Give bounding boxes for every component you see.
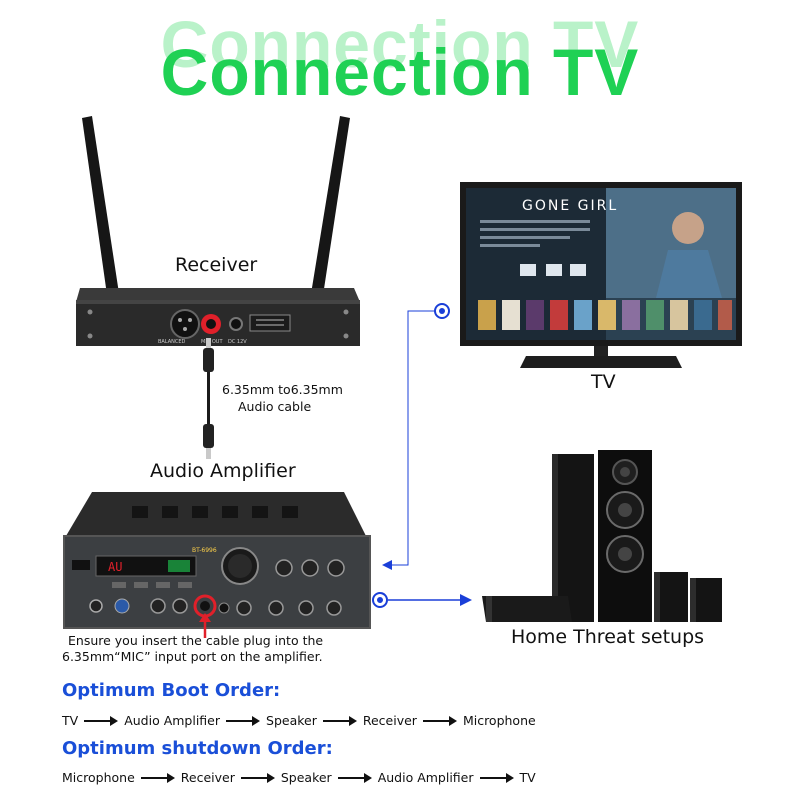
arrow-right-icon xyxy=(479,772,514,783)
shutdown-step-4: Audio Amplifier xyxy=(377,770,474,785)
amplifier-to-speakers-connector xyxy=(388,594,472,606)
arrow-right-icon xyxy=(84,715,119,726)
tv-screen-title: GONE GIRL xyxy=(522,198,618,214)
cable-label-line1: 6.35mm to6.35mm xyxy=(222,382,343,397)
amplifier-to-tv-connector xyxy=(388,310,437,566)
arrow-right-icon xyxy=(322,715,357,726)
shutdown-order-row: Microphone Receiver Speaker Audio Amplif… xyxy=(62,770,536,785)
title-shadow: Connection TV xyxy=(160,7,640,81)
speaker-satellites xyxy=(654,572,722,622)
mic-port-pointer-arrow xyxy=(199,613,211,638)
amplifier-note-line2: 6.35mm“MIC” input port on the amplifier. xyxy=(62,649,323,664)
title-block: Connection TV Connection TV xyxy=(0,4,800,114)
tv-connector-dot xyxy=(434,303,450,319)
arrow-right-icon xyxy=(226,715,261,726)
arrow-right-icon xyxy=(337,772,372,783)
amplifier-note: Ensure you insert the cable plug into th… xyxy=(62,633,324,665)
speaker-tower-back xyxy=(552,454,594,622)
boot-step-5: Microphone xyxy=(462,713,536,728)
audio-cable-illustration xyxy=(203,338,214,459)
amplifier-label: Audio Amplifier xyxy=(150,460,296,482)
boot-step-1: TV xyxy=(62,713,79,728)
shutdown-step-2: Receiver xyxy=(180,770,235,785)
shutdown-order-heading: Optimum shutdown Order: xyxy=(62,738,333,759)
receiver-port-label-micout: MIC OUT xyxy=(201,339,223,345)
shutdown-step-1: Microphone xyxy=(62,770,135,785)
boot-step-2: Audio Amplifier xyxy=(124,713,221,728)
amplifier-brand: BT-6996 xyxy=(192,547,217,554)
amplifier-display: AU xyxy=(108,560,122,574)
arrow-right-icon xyxy=(240,772,275,783)
speakers-label: Home Threat setups xyxy=(511,626,705,648)
cable-label-line2: Audio cable xyxy=(238,399,312,414)
arrow-right-icon xyxy=(422,715,457,726)
speaker-connector-dot xyxy=(372,592,388,608)
speakers-illustration xyxy=(482,450,722,622)
receiver-port-label-dc: DC 12V xyxy=(228,339,247,345)
receiver-body xyxy=(76,288,360,346)
speaker-tower-front xyxy=(598,450,652,622)
amplifier-to-tv-arrowhead xyxy=(382,560,392,570)
receiver-label: Receiver xyxy=(175,254,258,276)
boot-step-4: Receiver xyxy=(362,713,417,728)
tv-poster-row xyxy=(478,300,732,330)
boot-order-heading: Optimum Boot Order: xyxy=(62,680,281,701)
amplifier-illustration: AU BT-6996 xyxy=(63,492,371,629)
amplifier-note-line1: Ensure you insert the cable plug into th… xyxy=(68,633,324,648)
receiver-port-label-balanced: BALANCED xyxy=(158,339,186,345)
boot-order-row: TV Audio Amplifier Speaker Receiver Micr… xyxy=(62,713,536,728)
arrow-right-icon xyxy=(140,772,175,783)
boot-step-3: Speaker xyxy=(266,713,317,728)
tv-label: TV xyxy=(591,371,616,393)
shutdown-step-3: Speaker xyxy=(280,770,332,785)
shutdown-step-5: TV xyxy=(519,770,536,785)
receiver-illustration: BALANCED MIC OUT DC 12V xyxy=(76,116,360,346)
page-title: Connection TV xyxy=(160,35,640,109)
speaker-center xyxy=(482,596,572,622)
tv-illustration: GONE GIRL xyxy=(460,182,742,368)
